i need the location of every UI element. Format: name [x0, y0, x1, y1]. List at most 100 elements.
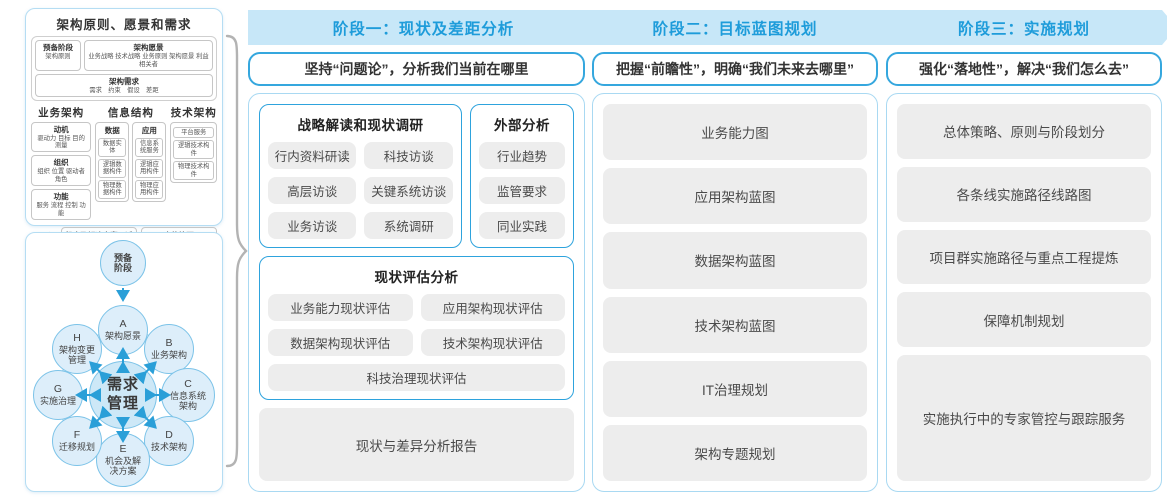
data-item: 逻辑数据构件: [98, 158, 127, 178]
deliverable-item: 各条线实施路径线路图: [897, 166, 1151, 222]
framework-title: 架构原则、愿景和需求: [56, 18, 192, 32]
phase-1-content: 战略解读和现状调研 行内资料研读 科技访谈 高层访谈 关键系统访谈 业务访谈 系…: [248, 93, 585, 492]
prep-stage-box: 预备阶段 架构原则: [35, 40, 81, 71]
adm-circle-c: C 信息系统架构: [161, 368, 215, 422]
phase-1-header: 阶段一：现状及差距分析: [332, 20, 515, 38]
adm-label: 技术架构: [150, 441, 187, 452]
assessment-group: 现状评估分析 业务能力现状评估 应用架构现状评估 数据架构现状评估 技术架构现状…: [259, 256, 574, 400]
requirements-items: 需求 约束 假设 差距: [89, 86, 159, 94]
deliverable-item: IT治理规划: [603, 360, 867, 417]
deliverable-item: 应用架构蓝图: [603, 168, 867, 225]
adm-circle-e: E 机会及解决方案: [96, 433, 150, 487]
requirements-management-label: 需求管理: [106, 376, 139, 412]
motivation-items: 驱动力 目标 目的 测量: [37, 134, 85, 150]
technology-architecture-column: 技术架构 平台服务 逻辑技术构件 物理技术构件: [170, 105, 217, 223]
adm-cycle-panel: 预备阶段 A 架构愿景 B 业务架构 C 信息系统架构 D 技术架构 E 机会及…: [25, 232, 223, 492]
vision-requirements-section: 预备阶段 架构原则 架构愿景 业务战略 技术战略 业务原则 架构愿景 利益相关者…: [31, 36, 217, 101]
adm-letter: D: [165, 429, 173, 442]
deliverable-item: 项目群实施路径与重点工程提炼: [897, 229, 1151, 285]
architecture-framework-panel: 架构原则、愿景和需求 预备阶段 架构原则 架构愿景 业务战略 技术战略 业务原则…: [25, 8, 223, 263]
adm-letter: G: [53, 383, 63, 396]
prep-stage-circle-label: 预备阶段: [113, 252, 132, 273]
deliverable-item: 架构专题规划: [603, 424, 867, 482]
phase-1-subtitle: 坚持“问题论”，分析我们当前在哪里: [248, 52, 585, 86]
organization-items: 组织 位置 驱动者 角色: [37, 168, 85, 184]
phase-3-content: 总体策略、原则与阶段划分 各条线实施路径线路图 项目群实施路径与重点工程提炼 保…: [886, 93, 1162, 492]
adm-label: 实施治理: [39, 395, 76, 406]
adm-label: 业务架构: [150, 349, 187, 360]
strategy-research-group: 战略解读和现状调研 行内资料研读 科技访谈 高层访谈 关键系统访谈 业务访谈 系…: [259, 104, 462, 248]
assessment-title: 现状评估分析: [374, 270, 459, 285]
adm-circle-h: H 架构变更管理: [52, 324, 102, 374]
strategy-item: 科技访谈: [364, 142, 453, 169]
function-items: 服务 流程 控制 功能: [36, 202, 86, 217]
prep-stage-sub: 架构原则: [45, 53, 71, 60]
application-sub-column: 应用 信息系统服务 逻辑应用构件 物理应用构件: [132, 121, 167, 202]
function-box: 功能 服务 流程 控制 功能: [31, 189, 92, 220]
phase-3-band: 阶段三：实施规划: [871, 10, 1167, 45]
technology-item: 物理技术构件: [173, 161, 214, 181]
vision-items: 业务战略 技术战略 业务原则 架构愿景 利益相关者: [88, 53, 209, 68]
adm-label: 迁移规划: [58, 441, 95, 452]
prep-stage-label: 预备阶段: [43, 43, 73, 52]
deliverable-item: 业务能力图: [603, 104, 867, 161]
phase-3-header: 阶段三：实施规划: [957, 20, 1090, 38]
adm-letter: A: [119, 318, 127, 331]
motivation-box: 动机 驱动力 目标 目的 测量: [31, 121, 92, 153]
phase-3-subtitle-text: 强化“落地性”，解决“我们怎么去”: [919, 61, 1129, 77]
prep-stage-circle: 预备阶段: [100, 240, 146, 286]
adm-label: 机会及解决方案: [104, 455, 141, 476]
assessment-item: 业务能力现状评估: [268, 294, 413, 321]
technology-item: 平台服务: [173, 126, 214, 139]
business-architecture-title: 业务架构: [38, 106, 85, 119]
external-analysis-group: 外部分析 行业趋势 监管要求 同业实践: [469, 104, 574, 248]
assessment-item: 科技治理现状评估: [268, 364, 565, 391]
assessment-item: 应用架构现状评估: [420, 294, 565, 321]
adm-letter: E: [119, 443, 127, 456]
external-item: 监管要求: [478, 177, 565, 204]
strategy-item: 关键系统访谈: [364, 177, 453, 204]
data-item: 物理数据构件: [98, 179, 127, 199]
requirements-management-circle: 需求管理: [89, 361, 157, 429]
technology-box: 平台服务 逻辑技术构件 物理技术构件: [170, 121, 217, 184]
business-architecture-column: 业务架构 动机 驱动力 目标 目的 测量 组织 组织 位置 驱动者 角色 功能 …: [31, 105, 92, 223]
information-structure-column: 信息结构 数据 数据实体 逻辑数据构件 物理数据构件 应用 信息系统服务 逻辑应…: [95, 105, 167, 223]
phase-2-subtitle: 把握“前瞻性”，明确“我们未来去哪里”: [592, 52, 878, 86]
adm-letter: C: [184, 378, 192, 391]
adm-label: 信息系统架构: [169, 390, 206, 411]
technology-item: 逻辑技术构件: [173, 140, 214, 160]
adm-circle-f: F 迁移规划: [52, 416, 102, 466]
strategy-item: 高层访谈: [268, 177, 357, 204]
deliverable-item: 保障机制规划: [897, 292, 1151, 348]
adm-label: 架构愿景: [104, 330, 141, 341]
organization-title: 组织: [53, 158, 69, 168]
strategy-item: 系统调研: [364, 212, 453, 239]
function-title: 功能: [53, 192, 69, 202]
strategy-research-title: 战略解读和现状调研: [297, 118, 424, 133]
phase-2-content: 业务能力图 应用架构蓝图 数据架构蓝图 技术架构蓝图 IT治理规划 架构专题规划: [592, 93, 878, 492]
phase-3-column: 阶段三：实施规划 强化“落地性”，解决“我们怎么去” 总体策略、原则与阶段划分 …: [886, 10, 1162, 492]
vision-title: 架构愿景: [133, 43, 164, 52]
assessment-item: 技术架构现状评估: [420, 329, 565, 356]
phase-2-band: 阶段二：目标蓝图规划: [577, 10, 893, 45]
phase-2-header: 阶段二：目标蓝图规划: [652, 20, 818, 38]
external-analysis-title: 外部分析: [493, 118, 550, 133]
external-item: 行业趋势: [478, 142, 565, 169]
deliverable-item: 实施执行中的专家管控与跟踪服务: [897, 355, 1151, 482]
strategy-item: 行内资料研读: [268, 142, 357, 169]
adm-circle-g: G 实施治理: [33, 370, 83, 420]
external-item: 同业实践: [478, 212, 565, 239]
phase-3-subtitle: 强化“落地性”，解决“我们怎么去”: [886, 52, 1162, 86]
technology-architecture-title: 技术架构: [170, 106, 217, 119]
application-title: 应用: [141, 125, 157, 135]
deliverable-item: 总体策略、原则与阶段划分: [897, 104, 1151, 159]
adm-letter: B: [165, 337, 173, 350]
assessment-item: 数据架构现状评估: [268, 329, 413, 356]
organization-box: 组织 组织 位置 驱动者 角色: [31, 155, 92, 187]
phase-1-band: 阶段一：现状及差距分析: [248, 10, 599, 45]
data-sub-column: 数据 数据实体 逻辑数据构件 物理数据构件: [95, 121, 130, 202]
architecture-requirements-box: 架构需求 需求 约束 假设 差距: [35, 73, 213, 97]
data-item: 数据实体: [98, 137, 127, 157]
deliverable-item: 数据架构蓝图: [603, 232, 867, 289]
